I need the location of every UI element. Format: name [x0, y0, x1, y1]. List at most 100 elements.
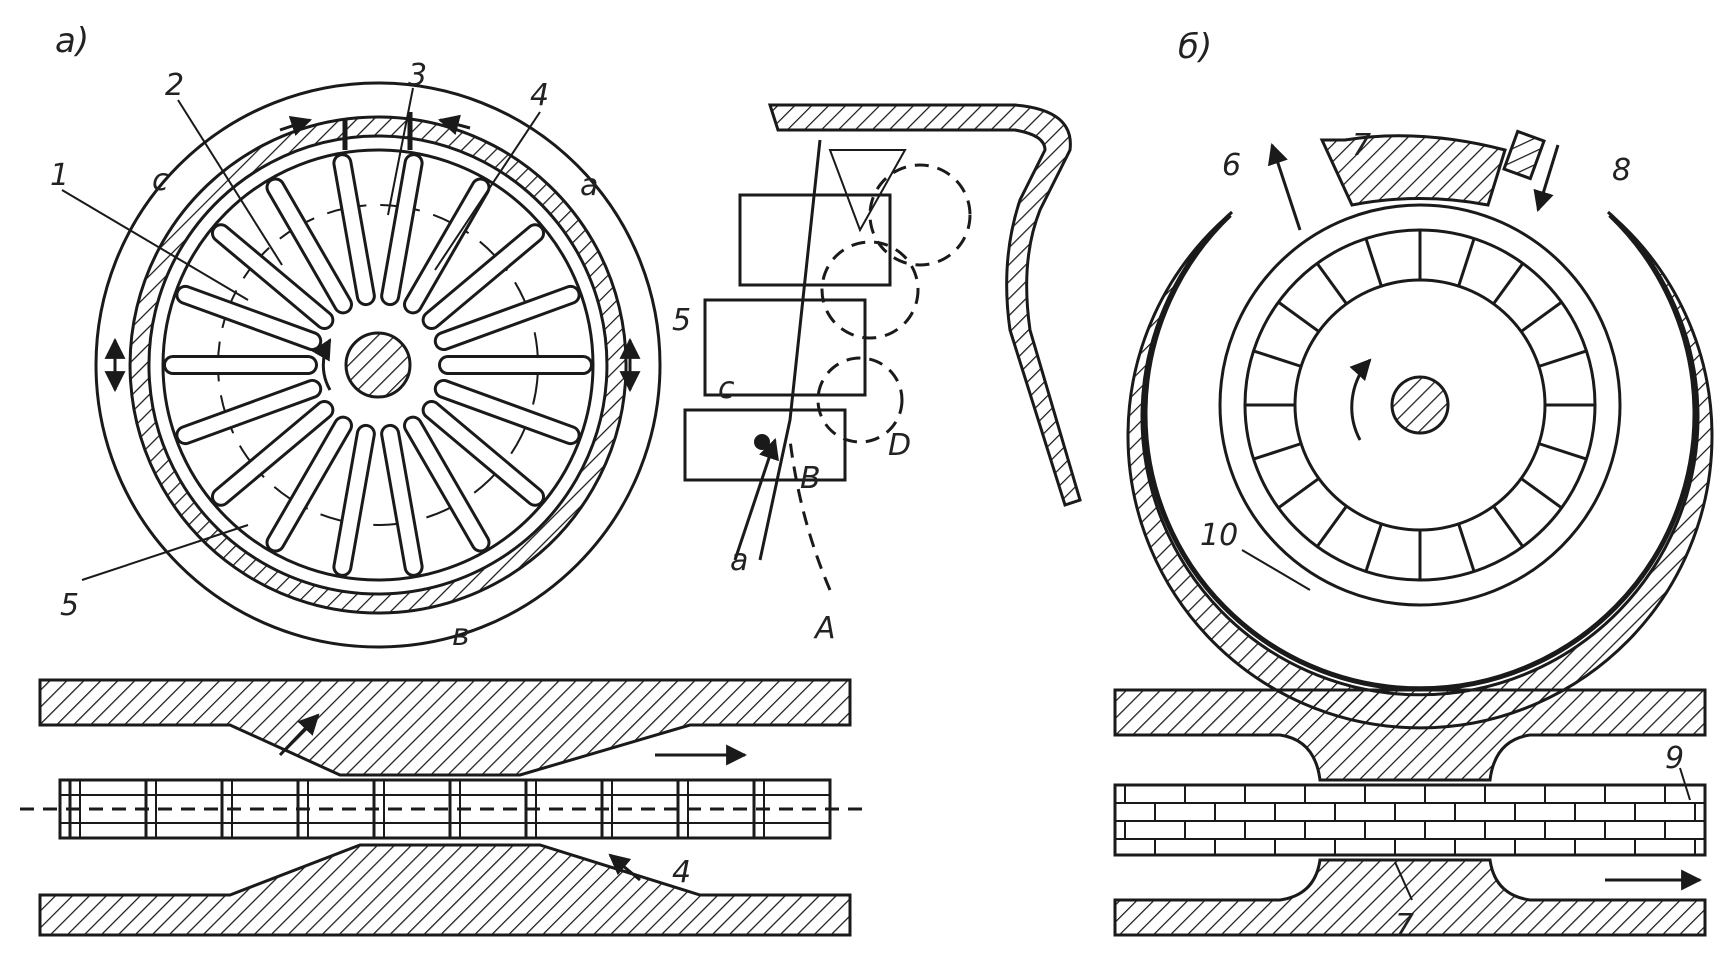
label-mid-a: a — [730, 543, 748, 578]
shaft-b — [1390, 375, 1450, 435]
panel-a-label: а) — [55, 21, 89, 61]
cell-divider — [1315, 505, 1348, 548]
panel-b-label: б) — [1178, 27, 1212, 67]
cell-inner-ring — [1293, 278, 1547, 532]
label-bottom-9: 9 — [1665, 741, 1684, 776]
cell-divider — [1253, 349, 1302, 368]
blade-fill — [406, 180, 488, 312]
cell-divider — [1538, 442, 1587, 461]
channel-a-top — [38, 678, 852, 777]
blade-fill — [213, 226, 332, 328]
leader-10 — [1241, 549, 1311, 591]
impeller-cells — [1245, 230, 1595, 580]
zone-c-arrow — [279, 116, 312, 136]
label-8: 8 — [1612, 153, 1631, 188]
blade-fill — [335, 156, 373, 304]
zone-a-arrow — [437, 114, 471, 136]
label-10: 10 — [1200, 518, 1238, 553]
port-stub — [342, 112, 413, 150]
label-2: 2 — [165, 68, 184, 103]
flow-circle-3 — [816, 356, 904, 444]
leader-4 — [434, 111, 541, 271]
blade-fill — [424, 226, 543, 328]
label-bottom-7: 7 — [1395, 908, 1414, 943]
label-mid-A: A — [813, 611, 836, 646]
panel-a: а) 1 2 3 4 5 c a в — [50, 21, 662, 653]
casing-ring — [128, 115, 628, 615]
cell-divider — [1364, 523, 1383, 572]
rotation-arrow — [311, 338, 332, 391]
blade-fill — [436, 287, 578, 349]
vane-blocks — [683, 193, 892, 482]
flow-up-arrow — [278, 713, 320, 757]
flow-path-A — [788, 439, 832, 591]
shaft — [344, 331, 412, 399]
outer-zone-circle — [94, 81, 662, 649]
label-6: 6 — [1222, 148, 1241, 183]
label-zone-a: a — [580, 168, 598, 203]
leader-1 — [61, 189, 249, 301]
channel-a: 4 — [20, 678, 870, 937]
cell-divider — [1492, 262, 1525, 305]
cell-divider — [1538, 349, 1587, 368]
flow-circle-1 — [868, 163, 972, 267]
strip-a-blades — [68, 780, 765, 838]
cell-divider — [1364, 238, 1383, 287]
label-3: 3 — [408, 58, 427, 93]
blade-fill — [213, 402, 332, 504]
label-mid-B: B — [800, 461, 821, 496]
flow-circle-2 — [820, 240, 920, 340]
leader-2 — [177, 99, 283, 266]
flow-arrow — [733, 438, 779, 561]
label-mid-5: 5 — [672, 303, 691, 338]
leader-3 — [387, 87, 414, 216]
panel-b: б) 6 7 8 10 — [1126, 27, 1714, 730]
cell-divider — [1277, 300, 1320, 333]
channel-a-bottom — [38, 843, 852, 937]
outlet-arrow-6 — [1267, 143, 1302, 231]
vane-detail: 5 c B D a A — [672, 103, 1082, 646]
label-mid-D: D — [888, 428, 911, 463]
impeller-b-rim — [1218, 203, 1622, 607]
flow-back-arrow — [608, 853, 641, 882]
channel-b: 9 7 — [1113, 688, 1707, 943]
blade-fill — [335, 426, 373, 574]
label-zone-c: c — [152, 163, 169, 198]
impeller-blades — [163, 153, 593, 577]
label-mid-c: c — [718, 371, 735, 406]
blade-fill — [268, 418, 350, 550]
blade-fill — [268, 180, 350, 312]
cell-divider — [1277, 477, 1320, 510]
inlet-arrow-8 — [1533, 144, 1560, 213]
blade-fill — [406, 418, 488, 550]
blade-fill — [178, 287, 320, 349]
cell-divider — [1520, 477, 1563, 510]
velocity-triangle — [828, 149, 907, 233]
label-zone-b: в — [452, 618, 470, 653]
channel-b-top — [1113, 688, 1707, 782]
label-7: 7 — [1352, 128, 1371, 163]
label-5: 5 — [60, 588, 79, 623]
label-1: 1 — [50, 158, 69, 193]
blade-fill — [383, 426, 421, 574]
rotation-arrow-b — [1349, 358, 1372, 441]
seal-block-7 — [1319, 134, 1507, 207]
strip-b-cells — [1115, 785, 1705, 855]
blade-fill — [383, 156, 421, 304]
casing-b-wall — [1126, 210, 1714, 730]
label-bottom-4: 4 — [672, 855, 691, 890]
cell-divider — [1492, 505, 1525, 548]
flow-point — [754, 434, 770, 450]
blade-fill — [436, 381, 578, 443]
cell-divider — [1457, 238, 1476, 287]
cell-divider — [1520, 300, 1563, 333]
seal-tab — [1502, 129, 1546, 181]
label-4: 4 — [530, 78, 549, 113]
flow-line-1 — [758, 139, 822, 561]
cell-divider — [1253, 442, 1302, 461]
vane-wall — [767, 103, 1082, 507]
blade-fill — [424, 402, 543, 504]
blade-fill — [178, 381, 320, 443]
leader-5 — [81, 524, 249, 581]
